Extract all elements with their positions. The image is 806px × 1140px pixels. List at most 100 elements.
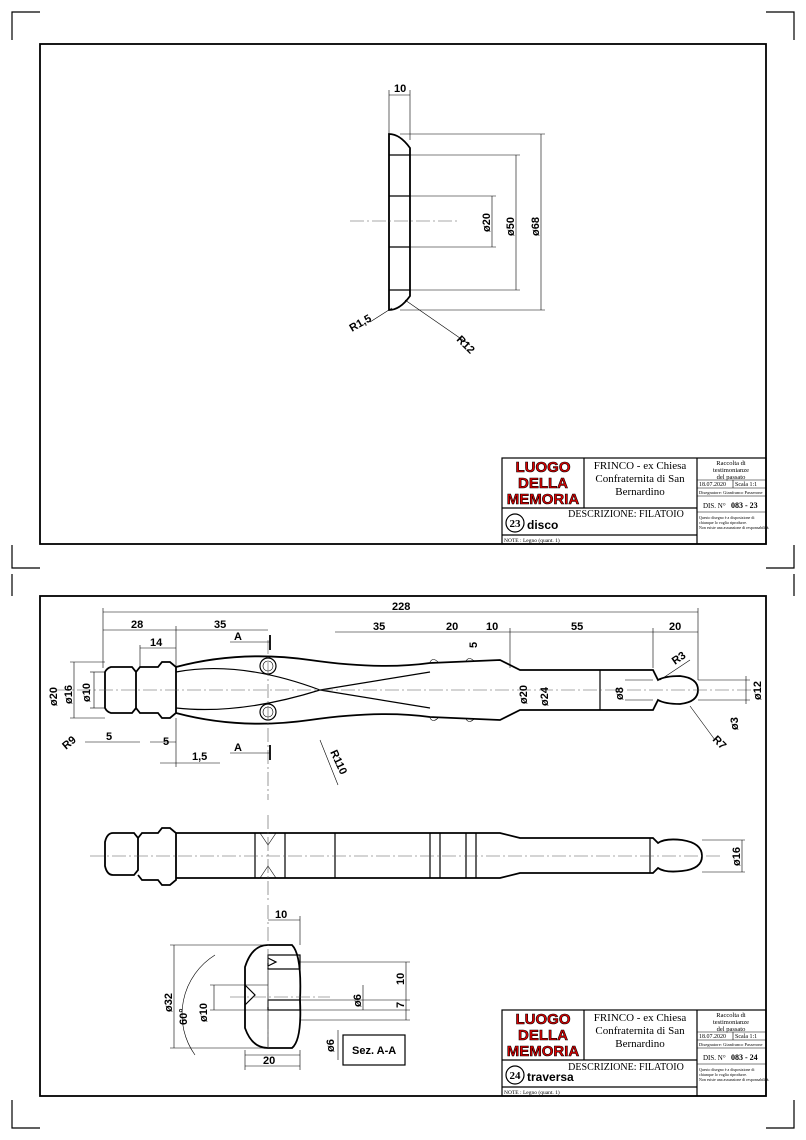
dim-width: 10 [394, 83, 406, 95]
place-line-1: FRINCO - ex Chiesa [594, 1012, 687, 1024]
sheet-top: 10 ø20 ø50 ø68 R1,5 R12 LUOGO DELLA MEMO… [39, 43, 769, 545]
place-line-3: Bernardino [615, 1038, 665, 1050]
collection-line-1: Raccolta di [716, 460, 746, 467]
logo-line-1: LUOGO [516, 1011, 571, 1028]
section-label-box [342, 1034, 406, 1066]
disclaimer-line-3: Non esiste una assunzione di responsabil… [699, 525, 769, 530]
drawing-number: 083 - 23 [731, 501, 758, 510]
dim-dia-8: ø8 [614, 687, 626, 700]
dim-dia-12: ø12 [752, 681, 764, 700]
dim-dia-16-left: ø16 [63, 685, 75, 704]
dim-dia-20: ø20 [481, 213, 493, 232]
dim-dia-16-side: ø16 [731, 847, 743, 866]
part-number: 24 [510, 1070, 522, 1082]
sec-dim-dia-32: ø32 [163, 993, 175, 1012]
place-line-2: Confraternita di San [595, 473, 685, 485]
logo-line-2: DELLA [518, 475, 568, 492]
disc-dimensions: 10 ø20 ø50 ø68 R1,5 R12 [348, 83, 543, 356]
sec-dim-10-right: 10 [395, 973, 407, 985]
logo-line-3: MEMORIA [507, 491, 580, 508]
sheet-bottom-border [39, 595, 767, 1097]
dim-dia-24: ø24 [539, 686, 551, 706]
author: Disegnatore: Gianfranco Passerone [699, 1042, 762, 1047]
description: DESCRIZIONE: FILATOIO [568, 1062, 684, 1073]
dim-dia-50: ø50 [505, 217, 517, 236]
dim-10: 10 [486, 621, 498, 633]
dim-r3: R3 [670, 650, 688, 668]
part-name: disco [527, 518, 558, 532]
part-name: traversa [527, 1070, 574, 1084]
part-number: 23 [510, 518, 522, 530]
traversa-side-view: ø16 [90, 815, 745, 900]
dim-r110: R110 [327, 748, 349, 776]
title-block-top: LUOGO DELLA MEMORIA FRINCO - ex Chiesa C… [501, 457, 769, 545]
collection-line-3: del passato [717, 474, 746, 481]
dim-dia-3: ø3 [729, 717, 741, 730]
sec-dim-20: 20 [263, 1055, 275, 1067]
logo-line-2: DELLA [518, 1027, 568, 1044]
notes: NOTE : Legno (quant. 1) [504, 537, 560, 544]
collection-line-3: del passato [717, 1026, 746, 1033]
sec-dim-dia-6-b: ø6 [325, 1039, 337, 1052]
sec-dim-60: 60° [178, 1008, 190, 1025]
section-marker-a-bottom: A [234, 742, 242, 754]
dim-dia-20-left: ø20 [48, 687, 60, 706]
place-line-1: FRINCO - ex Chiesa [594, 460, 687, 472]
sec-dim-dia-10: ø10 [198, 1003, 210, 1022]
section-marker-a-top: A [234, 631, 242, 643]
dim-20-b: 20 [669, 621, 681, 633]
sec-dim-10-top: 10 [275, 909, 287, 921]
collection-line-2: testimonianze [713, 1019, 749, 1026]
dim-dia-68: ø68 [530, 217, 542, 236]
traversa-top-view [55, 608, 755, 800]
crop-marks [11, 11, 795, 1129]
dim-radius-12: R12 [454, 334, 477, 357]
disclaimer-line-3: Non esiste una assunzione di responsabil… [699, 1077, 769, 1082]
disc-drawing [350, 90, 545, 346]
dim-1-5: 1,5 [192, 751, 207, 763]
disclaimer-line-1: Questo disegno è a disposizione di [699, 1067, 755, 1072]
notes: NOTE : Legno (quant. 1) [504, 1089, 560, 1096]
disclaimer-line-2: chiunque lo voglia riprodurre. [699, 520, 747, 525]
logo-line-1: LUOGO [516, 459, 571, 476]
drawing-number-label: DIS. N° [703, 502, 726, 510]
sheet-bottom: 228 28 14 35 35 20 10 55 20 5 A A ø20 ø1… [39, 595, 769, 1097]
dim-20-a: 20 [446, 621, 458, 633]
dim-5-left-2: 5 [163, 736, 169, 748]
sec-dim-dia-6-a: ø6 [352, 994, 364, 1007]
scale: Scala 1:1 [735, 1034, 757, 1040]
sec-dim-7: 7 [395, 1002, 407, 1008]
description: DESCRIZIONE: FILATOIO [568, 509, 684, 520]
logo-line-3: MEMORIA [507, 1043, 580, 1060]
date: 18.07.2020 [699, 1034, 726, 1040]
collection-line-1: Raccolta di [716, 1012, 746, 1019]
dim-35-a: 35 [214, 619, 226, 631]
date: 18.07.2020 [699, 482, 726, 488]
dim-5-left-1: 5 [106, 731, 112, 743]
traversa-top-dimensions: 228 28 14 35 35 20 10 55 20 5 A A ø20 ø1… [48, 601, 764, 777]
section-a-a: 10 ø32 60° ø10 ø6 ø6 10 7 20 Sez. A-A [163, 905, 410, 1070]
disclaimer-line-1: Questo disegno è a disposizione di [699, 515, 755, 520]
sheet-top-border [39, 43, 767, 545]
dim-55: 55 [571, 621, 583, 633]
dim-dia-20-right: ø20 [518, 685, 530, 704]
title-block-bottom: LUOGO DELLA MEMORIA FRINCO - ex Chiesa C… [501, 1009, 769, 1097]
dim-14: 14 [150, 637, 163, 649]
place-line-2: Confraternita di San [595, 1025, 685, 1037]
scale: Scala 1:1 [735, 482, 757, 488]
dim-28: 28 [131, 619, 143, 631]
dim-dia-10-left: ø10 [81, 683, 93, 702]
author: Disegnatore: Gianfranco Passerone [699, 490, 762, 495]
place-line-3: Bernardino [615, 486, 665, 498]
drawing-number: 083 - 24 [731, 1053, 758, 1062]
section-label: Sez. A-A [352, 1045, 396, 1057]
disclaimer-line-2: chiunque lo voglia riprodurre. [699, 1072, 747, 1077]
dim-radius-1-5: R1,5 [348, 313, 374, 335]
dim-5-top: 5 [468, 642, 480, 648]
dim-overall: 228 [392, 601, 410, 613]
drawing-number-label: DIS. N° [703, 1054, 726, 1062]
collection-line-2: testimonianze [713, 467, 749, 474]
dim-r9: R9 [60, 734, 78, 752]
dim-35-b: 35 [373, 621, 385, 633]
